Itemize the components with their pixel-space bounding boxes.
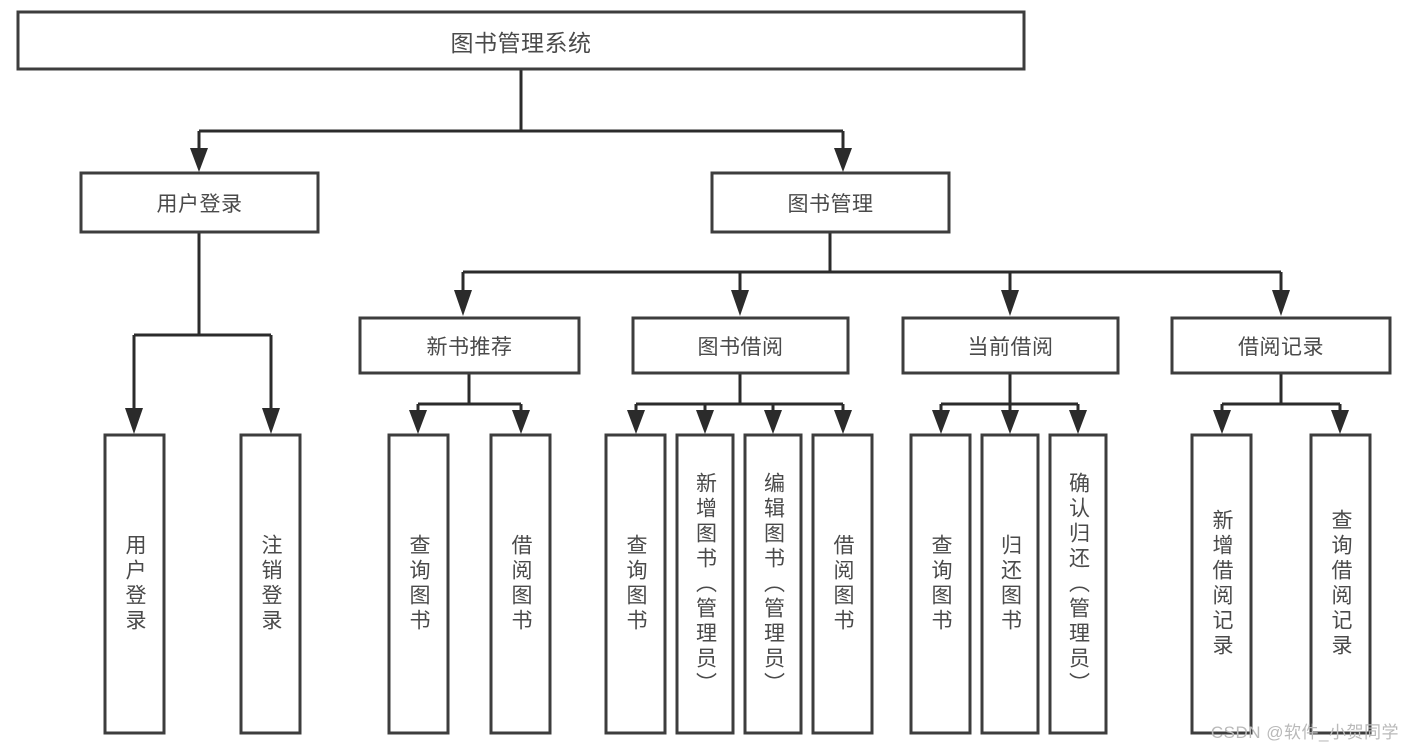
node-box-leaf[interactable]	[604, 433, 667, 735]
node-box-leaf[interactable]	[489, 433, 552, 735]
node-box-leaf[interactable]	[1309, 433, 1372, 735]
node-box-book-manage[interactable]	[710, 171, 951, 234]
node-box-user-login[interactable]	[79, 171, 320, 234]
node-box-leaf[interactable]	[980, 433, 1040, 735]
node-box-leaf[interactable]	[239, 433, 302, 735]
connector-current-borrow-to-leaves	[932, 373, 1087, 434]
connector-new-book-to-leaves	[409, 373, 530, 434]
node-box-leaf[interactable]	[1048, 433, 1108, 735]
node-box-new-book-recommend[interactable]	[358, 316, 581, 375]
node-box-leaf[interactable]	[675, 433, 735, 735]
node-box-leaf[interactable]	[743, 433, 803, 735]
node-box-current-borrow[interactable]	[901, 316, 1120, 375]
connector-book-manage-to-level3	[454, 232, 1290, 316]
node-box-leaf[interactable]	[909, 433, 972, 735]
node-box-borrow-record[interactable]	[1170, 316, 1392, 375]
node-box-leaf[interactable]	[103, 433, 166, 735]
node-box-leaf[interactable]	[811, 433, 874, 735]
connector-borrow-record-to-leaves	[1213, 373, 1349, 434]
node-box-leaf[interactable]	[1190, 433, 1253, 735]
node-box-leaf[interactable]	[387, 433, 450, 735]
node-box-book-borrow[interactable]	[631, 316, 850, 375]
connector-root-to-level2	[190, 69, 852, 172]
node-box-root[interactable]	[16, 10, 1026, 71]
connector-book-borrow-to-leaves	[627, 373, 852, 434]
connector-user-login-to-leaves	[125, 232, 280, 434]
